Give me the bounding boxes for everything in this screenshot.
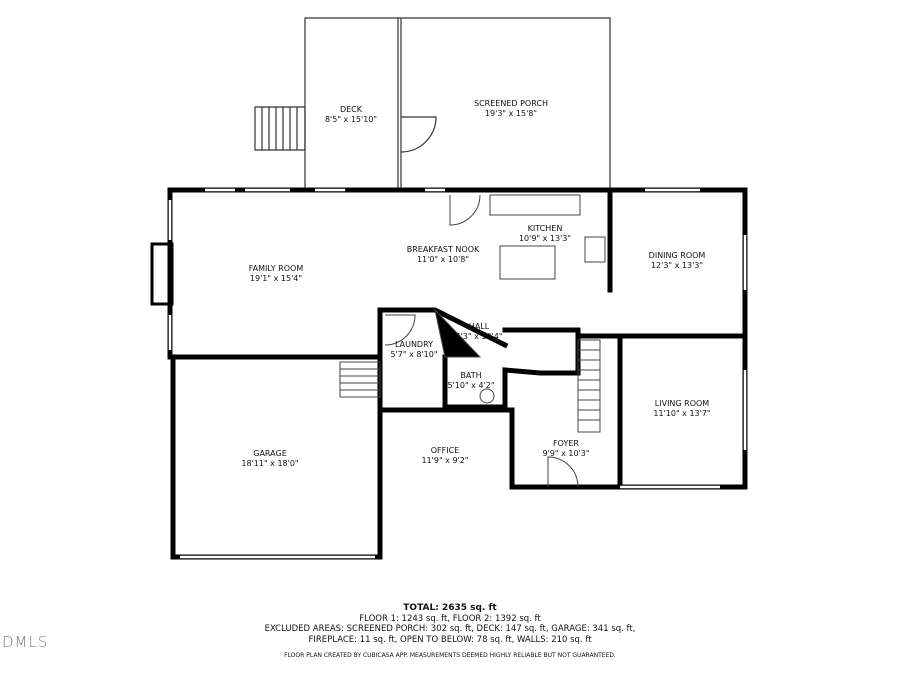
interior-stairs xyxy=(577,339,601,433)
room-name: SCREENED PORCH xyxy=(474,99,548,108)
room-size: 19'3" x 15'8" xyxy=(484,109,538,118)
porch-outline xyxy=(398,17,611,190)
laundry-door xyxy=(384,314,416,346)
deck-stairs xyxy=(254,106,306,151)
room-size: 18'11" x 18'0" xyxy=(241,459,299,468)
room-size: 11'9" x 9'2" xyxy=(421,456,469,465)
room-size: 5'10" x 4'2" xyxy=(447,381,495,390)
excluded-areas-2: FIREPLACE: 11 sq. ft, OPEN TO BELOW: 78 … xyxy=(308,634,592,645)
room-name: BATH xyxy=(460,371,482,380)
room-name: GARAGE xyxy=(253,449,287,458)
mls-logo: DMLS xyxy=(2,633,49,651)
room-size: 10'9" x 13'3" xyxy=(518,234,572,243)
room-name: FOYER xyxy=(553,439,579,448)
room-name: LAUNDRY xyxy=(394,340,434,349)
room-size: 5'7" x 8'10" xyxy=(390,350,438,359)
room-size: 11'0" x 10'8" xyxy=(416,255,470,264)
foyer-door xyxy=(547,456,579,488)
fireplace xyxy=(150,242,174,306)
stove xyxy=(584,236,606,263)
excluded-areas-1: EXCLUDED AREAS: SCREENED PORCH: 302 sq. … xyxy=(264,624,636,634)
area-summary: TOTAL: 2635 sq. ft FLOOR 1: 1243 sq. ft,… xyxy=(265,603,636,662)
kitchen-counter xyxy=(489,194,581,216)
floor-areas: FLOOR 1: 1243 sq. ft, FLOOR 2: 1392 sq. … xyxy=(359,613,541,624)
room-size: 12'3" x 13'3" xyxy=(650,261,704,270)
room-name: LIVING ROOM xyxy=(654,399,710,408)
room-name: BREAKFAST NOOK xyxy=(406,245,480,254)
room-name: DINING ROOM xyxy=(648,251,706,260)
fixtures xyxy=(150,194,606,488)
room-size: 4'3" x 10'4" xyxy=(455,332,503,341)
disclaimer: FLOOR PLAN CREATED BY CUBICASA APP. MEAS… xyxy=(284,652,616,659)
room-name: KITCHEN xyxy=(527,224,563,233)
exterior-structures xyxy=(254,17,611,190)
room-size: 8'5" x 15'10" xyxy=(324,115,378,124)
room-name: FAMILY ROOM xyxy=(248,264,304,273)
bath-sink xyxy=(479,388,495,404)
kitchen-island xyxy=(499,245,556,280)
walls xyxy=(167,187,748,560)
family-door xyxy=(449,194,481,226)
garage-stairs xyxy=(339,361,381,398)
room-size: 9'9" x 10'3" xyxy=(542,449,590,458)
room-name: OFFICE xyxy=(430,446,460,455)
deck-outline xyxy=(304,17,399,190)
windows xyxy=(168,188,747,559)
room-size: 11'10" x 13'7" xyxy=(653,409,711,418)
room-name: DECK xyxy=(339,105,363,114)
room-name: HALL xyxy=(468,322,490,331)
total-area: TOTAL: 2635 sq. ft xyxy=(403,603,497,613)
porch-door xyxy=(400,116,437,153)
room-size: 19'1" x 15'4" xyxy=(249,274,303,283)
